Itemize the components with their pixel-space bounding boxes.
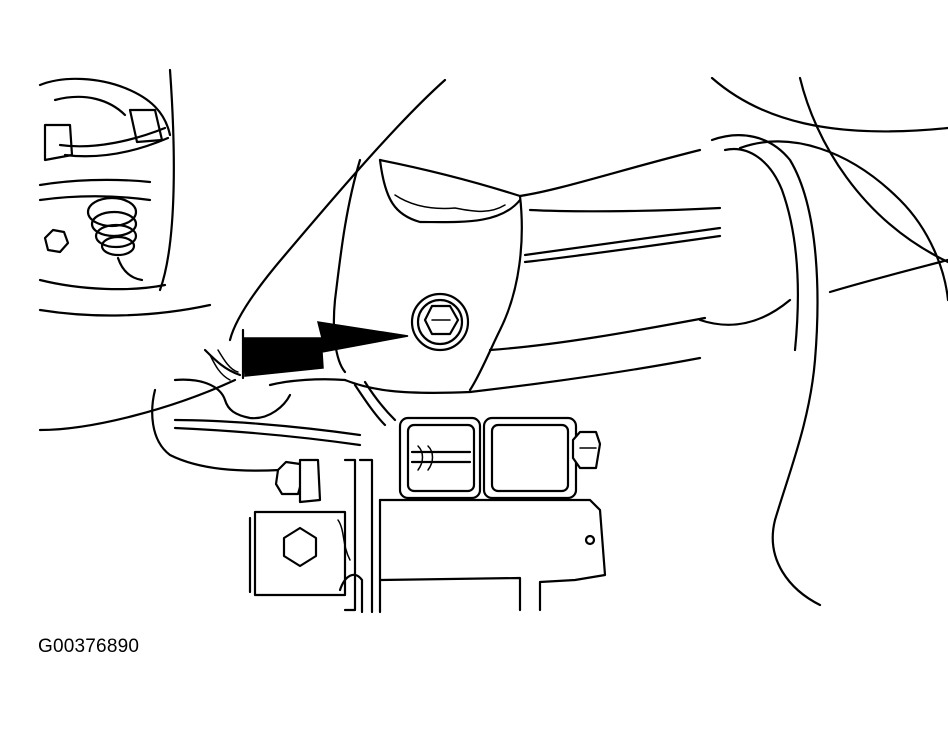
- fender-panel: [710, 76, 948, 302]
- knuckle-area: [151, 348, 397, 472]
- engine-components: [38, 77, 212, 317]
- arrow-right-icon: [241, 321, 409, 380]
- figure-id-label: G00376890: [38, 636, 140, 657]
- control-arm: [38, 68, 722, 432]
- mounting-bracket: [248, 458, 607, 614]
- side-bolts: [274, 430, 602, 504]
- bolt-head: [410, 292, 470, 352]
- tire-outline: [698, 134, 822, 607]
- stabilizer-clamp: [398, 416, 578, 500]
